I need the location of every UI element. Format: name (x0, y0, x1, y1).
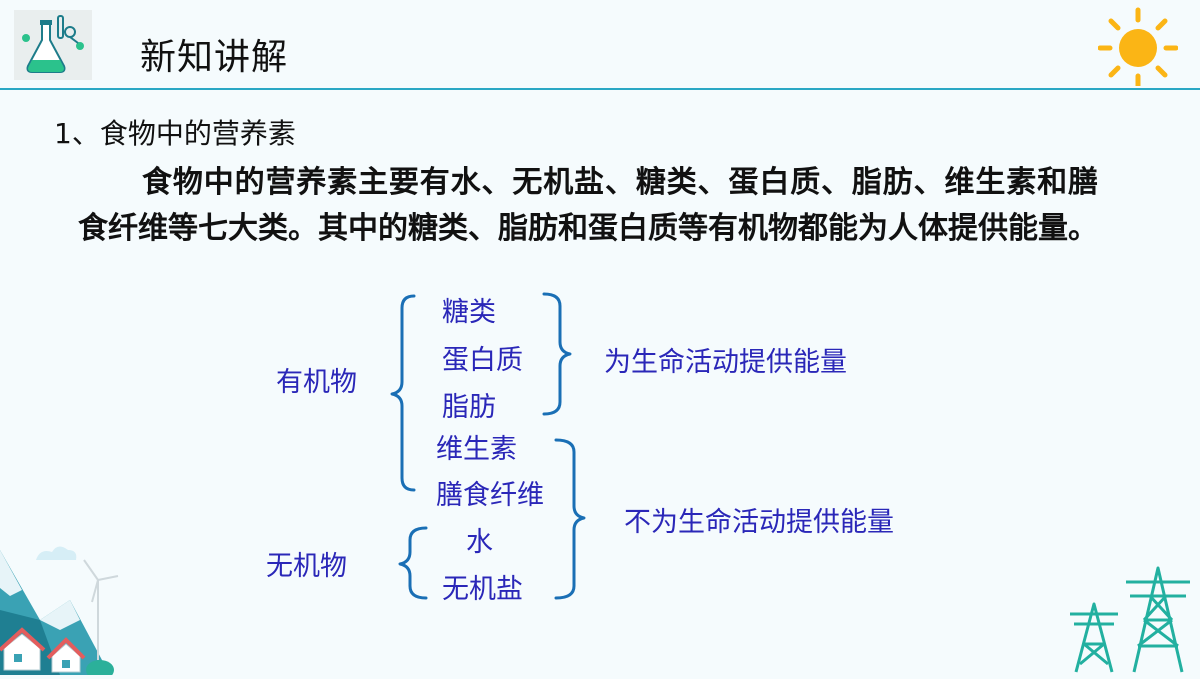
item-vitamin: 维生素 (436, 434, 517, 465)
brace-organic (390, 294, 416, 492)
item-fat: 脂肪 (442, 392, 496, 423)
label-provides-energy: 为生命活动提供能量 (604, 347, 847, 378)
item-fiber: 膳食纤维 (436, 480, 544, 511)
label-organic: 有机物 (276, 367, 357, 398)
sun-icon (1097, 6, 1179, 90)
item-protein: 蛋白质 (442, 345, 523, 376)
brace-no-energy (554, 438, 586, 600)
label-no-energy: 不为生命活动提供能量 (624, 507, 894, 538)
label-inorganic: 无机物 (266, 551, 347, 582)
item-sugar: 糖类 (442, 297, 496, 328)
intro-paragraph: 食物中的营养素主要有水、无机盐、糖类、蛋白质、脂肪、维生素和膳食纤维等七大类。其… (78, 165, 1098, 246)
brace-energy (542, 292, 572, 416)
header-divider (0, 88, 1200, 90)
item-water: 水 (466, 527, 493, 558)
section-title: 1、食物中的营养素 (54, 117, 296, 150)
brace-inorganic (398, 526, 428, 600)
item-mineral-salt: 无机盐 (442, 574, 523, 605)
landscape-decoration (0, 520, 130, 679)
flask-molecule-icon (14, 10, 92, 80)
power-tower-decoration (1064, 560, 1200, 679)
page-title: 新知讲解 (140, 37, 289, 78)
